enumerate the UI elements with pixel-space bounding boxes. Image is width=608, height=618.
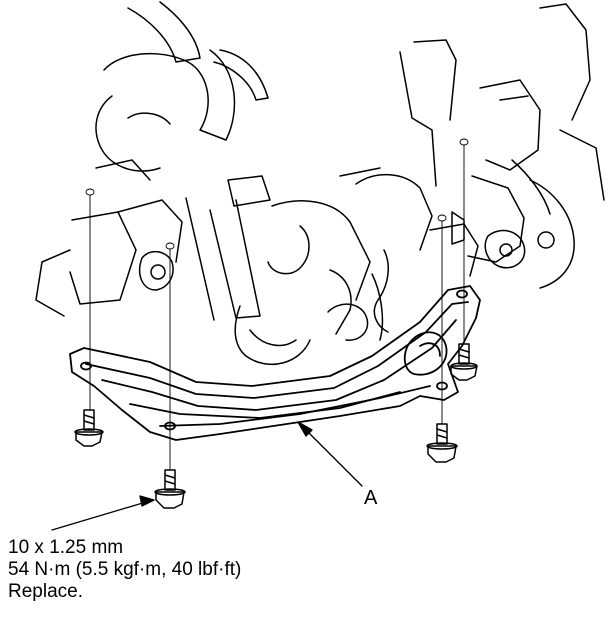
callout-label-a: A (364, 487, 378, 509)
spec-leader-arrow (51, 495, 155, 531)
torque-text: 54 N·m (5.5 kgf·m, 40 lbf·ft) (8, 559, 242, 580)
bolt-specification: 10 x 1.25 mm 54 N·m (5.5 kgf·m, 40 lbf·f… (8, 537, 241, 603)
bolt-right-front (426, 423, 458, 463)
bolt-size-text: 10 x 1.25 mm (8, 537, 124, 558)
alignment-lines (85, 138, 469, 471)
callout-arrow-a (297, 421, 363, 487)
bolt-left-rear (154, 469, 186, 509)
replace-note: Replace. (8, 581, 83, 602)
bolt-right-rear (450, 343, 478, 381)
background-components (35, 1, 605, 365)
crossmember-a (69, 285, 481, 441)
bolt-left-front (74, 409, 104, 447)
